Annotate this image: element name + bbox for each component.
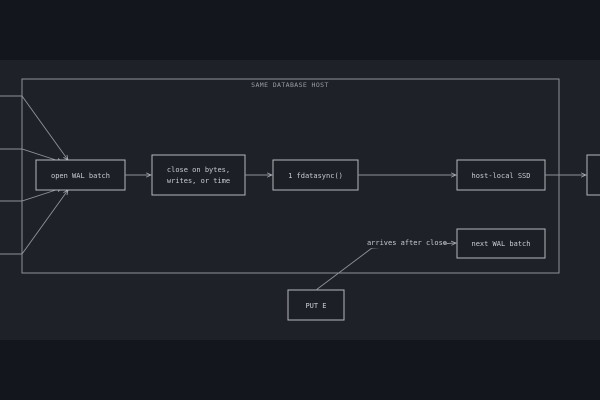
edge-put-d-to-open-batch xyxy=(0,190,68,255)
node-fdatasync-label: 1 fdatasync() xyxy=(288,172,343,180)
edge-put-c-to-open-batch xyxy=(0,188,62,202)
node-close-rule-line1: close on bytes, xyxy=(167,166,230,174)
node-offscreen-right xyxy=(586,154,600,196)
edge-put-a-to-open-batch xyxy=(0,95,68,160)
node-put-e: PUT E xyxy=(287,289,345,321)
node-close-rule: close on bytes, writes, or time xyxy=(151,154,246,196)
group-title: SAME DATABASE HOST xyxy=(251,81,329,89)
node-open-wal-batch-label: open WAL batch xyxy=(51,172,110,180)
edge-put-e-to-next-batch xyxy=(315,243,456,291)
node-host-ssd: host-local SSD xyxy=(456,159,546,191)
edge-label-bg xyxy=(370,237,444,248)
database-host-group xyxy=(21,78,560,274)
node-fdatasync: 1 fdatasync() xyxy=(272,159,359,191)
node-close-rule-line2: writes, or time xyxy=(167,177,230,185)
node-host-ssd-label: host-local SSD xyxy=(471,172,530,180)
node-put-e-label: PUT E xyxy=(305,302,326,310)
edge-label-arrives-after-close: arrives after close xyxy=(367,239,447,247)
node-open-wal-batch: open WAL batch xyxy=(35,159,126,191)
node-next-wal-batch: next WAL batch xyxy=(456,228,546,259)
edge-put-b-to-open-batch xyxy=(0,148,62,162)
node-next-wal-batch-label: next WAL batch xyxy=(471,240,530,248)
